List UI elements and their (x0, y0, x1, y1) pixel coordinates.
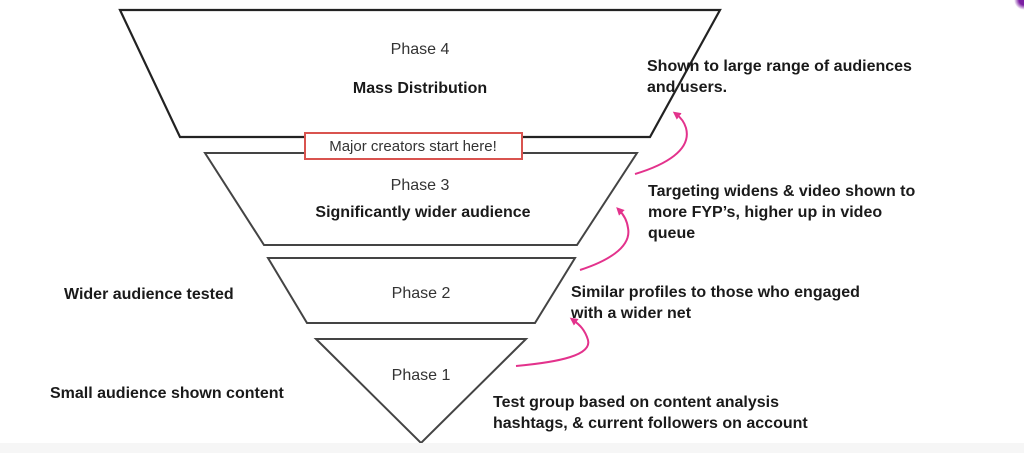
annotation-line: Shown to large range of audiences (647, 58, 912, 75)
right-annotation-phase-2: Similar profiles to those who engaged wi… (570, 284, 860, 322)
annotation-line: hashtags, & current followers on account (493, 415, 808, 432)
arrow-phase1-to-phase2 (515, 317, 590, 367)
phase-1-label: Phase 1 (392, 367, 451, 384)
callout-box (304, 132, 523, 160)
phase-3-segment: Phase 3 Significantly wider audience (203, 152, 639, 246)
annotation-line: Similar profiles to those who engaged (571, 284, 860, 301)
phase-4-label: Phase 4 (391, 41, 450, 58)
bottom-strip (0, 443, 1024, 453)
phase-3-description: Significantly wider audience (315, 204, 530, 221)
phase-4-shape (118, 8, 722, 139)
annotation-line: and users. (647, 79, 727, 96)
arrow-phase2-to-phase3 (579, 207, 630, 271)
right-annotation-phase-3: Targeting widens & video shown to more F… (648, 183, 916, 242)
phase-2-label: Phase 2 (392, 285, 451, 302)
phase-2-shape (266, 257, 577, 324)
phase-3-shape (203, 152, 639, 246)
left-annotation-phase-1: Small audience shown content (50, 385, 284, 402)
callout-text: Major creators start here! (329, 138, 497, 155)
phase-1-shape (313, 338, 529, 445)
annotation-line: queue (648, 225, 695, 242)
major-creators-callout: Major creators start here! (304, 132, 523, 160)
phase-2-segment: Phase 2 (266, 257, 577, 324)
phase-4-description: Mass Distribution (353, 80, 487, 97)
left-annotation-phase-2: Wider audience tested (64, 286, 234, 303)
annotation-line: more FYP’s, higher up in video (648, 204, 882, 221)
phase-4-segment: Phase 4 Mass Distribution (118, 8, 722, 139)
annotation-line: Test group based on content analysis (493, 394, 779, 411)
annotation-line: Targeting widens & video shown to (648, 183, 916, 200)
right-annotation-phase-4: Shown to large range of audiences and us… (647, 58, 912, 96)
annotation-line: with a wider net (570, 305, 692, 322)
phase-3-label: Phase 3 (391, 177, 450, 194)
phase-1-segment: Phase 1 (313, 338, 529, 445)
right-annotation-phase-1: Test group based on content analysis has… (493, 394, 808, 432)
arrow-phase3-to-phase4 (634, 111, 688, 175)
corner-mark (1014, 0, 1024, 10)
